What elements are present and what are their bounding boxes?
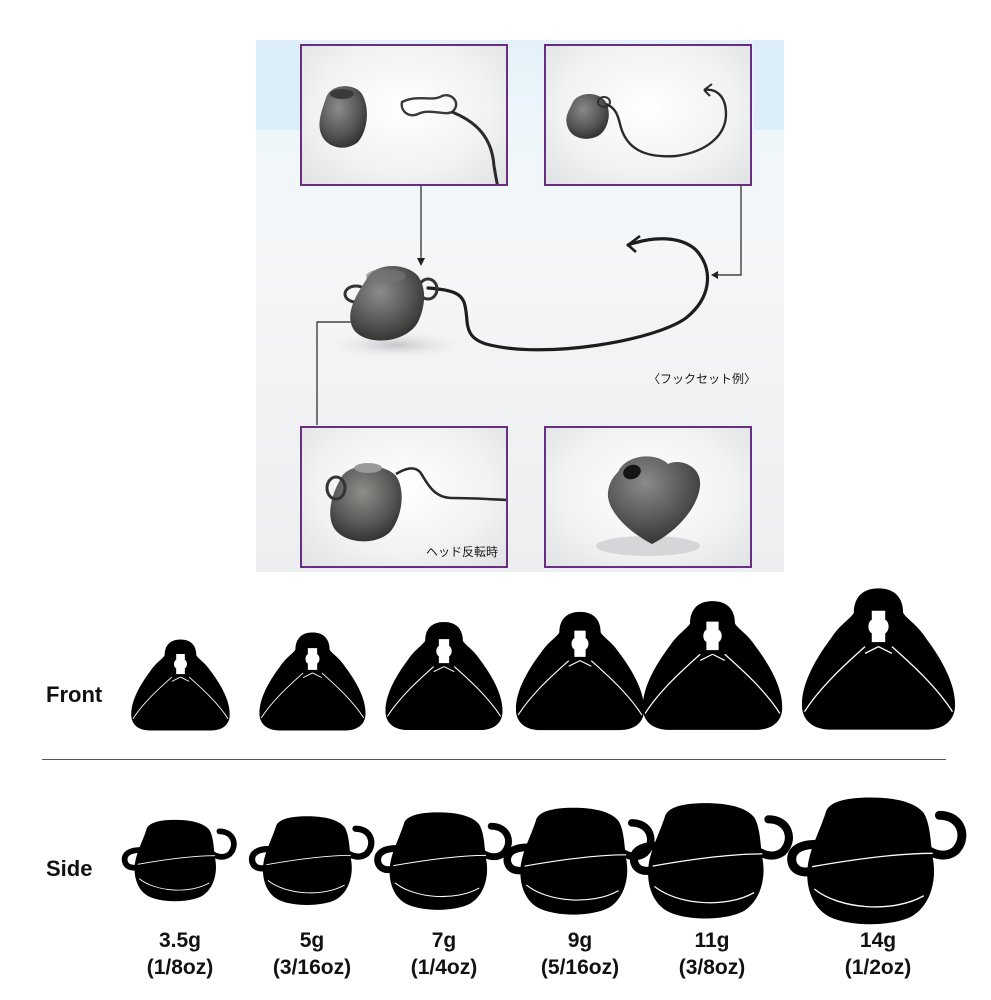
side-silhouette-3 [500, 804, 660, 922]
weight-ounces: (3/8oz) [678, 956, 746, 979]
weight-ounces: (1/8oz) [146, 956, 214, 979]
main-jighead-photo [256, 40, 784, 572]
front-silhouette-4 [641, 599, 784, 737]
weight-label-5: 14g (1/2oz) [818, 927, 938, 981]
side-row-label: Side [46, 856, 93, 881]
weight-grams: 3.5g [158, 929, 202, 952]
weight-label-3: 9g (5/16oz) [520, 927, 640, 981]
weight-grams: 14g [859, 929, 897, 952]
weight-ounces: (1/4oz) [410, 956, 478, 979]
product-photo-panel: ヘッド反転時 〈フックセット例〉 [256, 40, 784, 572]
weight-grams: 9g [567, 929, 593, 952]
weight-ounces: (3/16oz) [272, 956, 352, 979]
side-silhouette-4 [626, 799, 799, 926]
weight-grams: 5g [299, 929, 325, 952]
weight-label-4: 11g (3/8oz) [652, 927, 772, 981]
caption-head-flip: ヘッド反転時 [425, 545, 498, 559]
side-silhouette-0 [119, 817, 241, 908]
caption-hook-set-example: 〈フックセット例〉 [648, 372, 757, 386]
front-silhouette-0 [130, 638, 231, 737]
inset-assembled-jighead [544, 44, 752, 186]
front-row-label: Front [46, 682, 103, 707]
weight-label-1: 5g (3/16oz) [252, 927, 372, 981]
inset-head-flipped: ヘッド反転時 [300, 426, 508, 568]
background-band [754, 40, 784, 130]
side-silhouette-1 [246, 813, 379, 912]
inset-head-only [544, 426, 752, 568]
side-silhouette-2 [371, 809, 517, 917]
front-silhouette-5 [800, 586, 957, 737]
front-silhouette-1 [258, 631, 367, 737]
background-band [256, 40, 300, 130]
weight-label-0: 3.5g (1/8oz) [120, 927, 240, 981]
front-silhouette-2 [384, 620, 504, 737]
weight-ounces: (5/16oz) [540, 956, 620, 979]
weight-ounces: (1/2oz) [844, 956, 912, 979]
weight-grams: 7g [431, 929, 457, 952]
row-divider [42, 759, 946, 760]
weight-label-2: 7g (1/4oz) [384, 927, 504, 981]
front-silhouette-3 [514, 610, 646, 737]
weight-grams: 11g [694, 929, 730, 952]
side-silhouette-5 [783, 793, 973, 932]
inset-parts-separated [300, 44, 508, 186]
